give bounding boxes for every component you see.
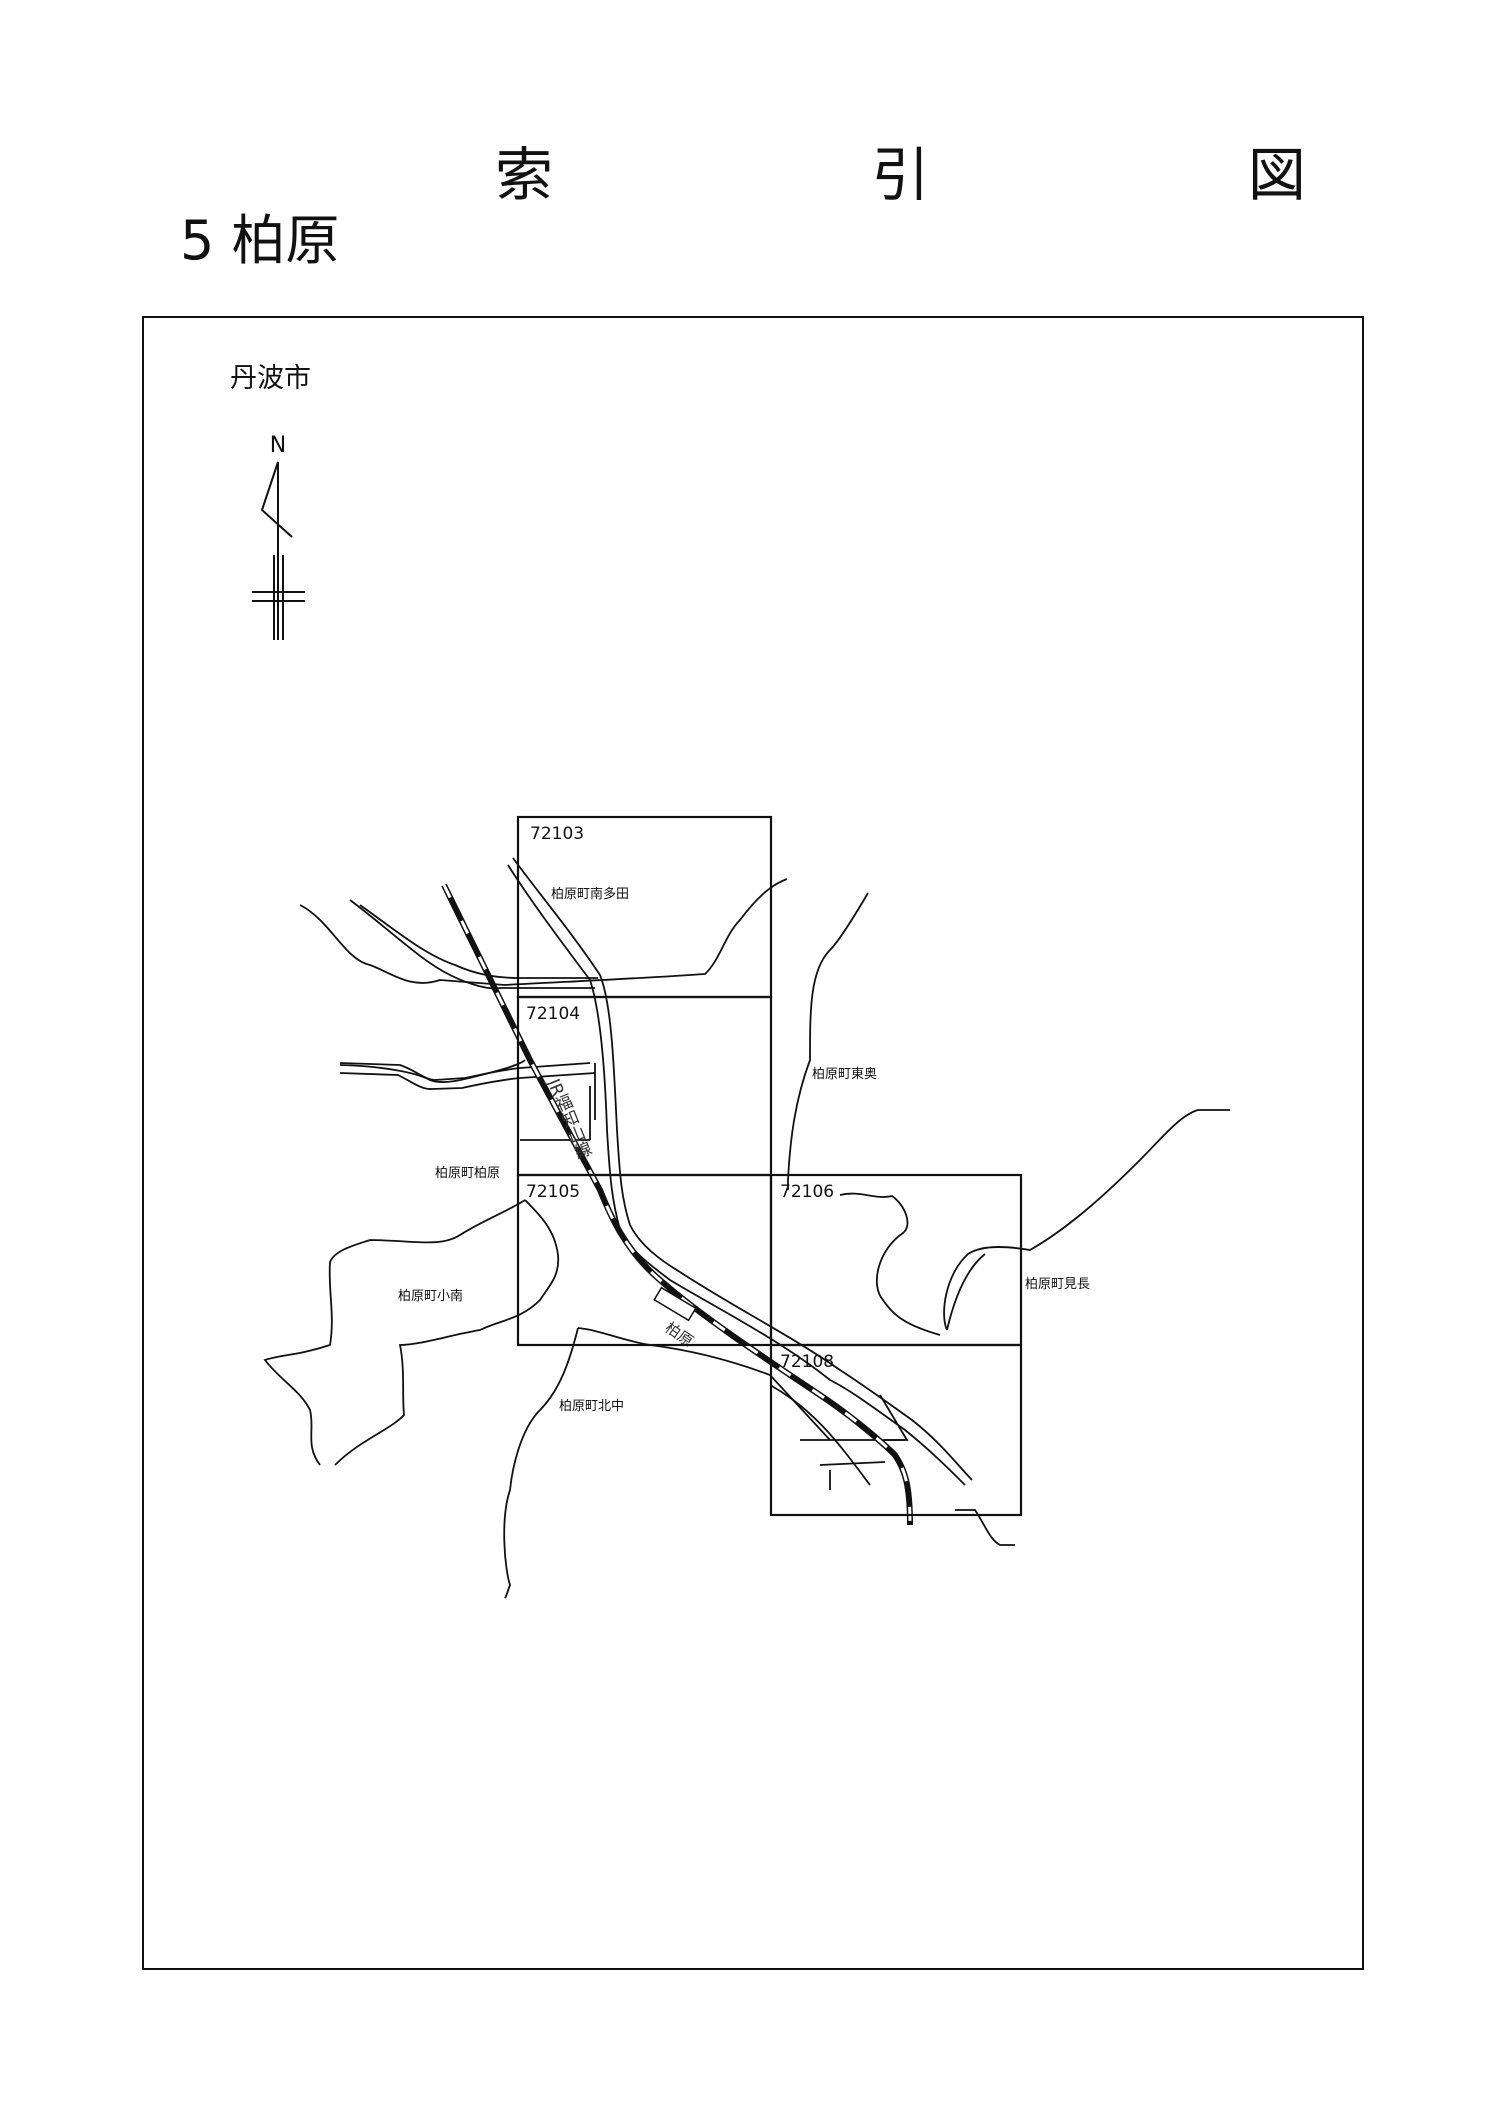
north-arrow-icon: N: [252, 433, 305, 640]
tile-number: 72105: [526, 1182, 580, 1202]
tile-grid: [516, 815, 1023, 1517]
station-marker: 柏原: [653, 1286, 697, 1350]
railway-label: JR福知山線: [542, 1075, 593, 1162]
tile-72108[interactable]: [769, 1343, 1023, 1517]
tile-number: 72103: [530, 824, 584, 844]
railway: [441, 883, 913, 1526]
area-label: 柏原町柏原: [435, 1166, 500, 1181]
page-title: 索 引 図: [495, 141, 1456, 209]
area-label: 柏原町北中: [559, 1399, 624, 1414]
tile-number: 72108: [780, 1352, 834, 1372]
city-name: 丹波市: [230, 363, 311, 394]
tile-number: 72106: [780, 1182, 834, 1202]
area-label: 柏原町小南: [398, 1288, 463, 1304]
north-label: N: [270, 433, 286, 458]
area-label: 柏原町南多田: [551, 886, 629, 902]
tile-number: 72104: [526, 1004, 580, 1024]
area-label: 柏原町見長: [1025, 1277, 1090, 1292]
page-subtitle: 5 柏原: [180, 209, 340, 272]
map-frame: [142, 316, 1364, 1970]
district-boundaries: [263, 878, 1230, 1599]
area-label: 柏原町東奥: [812, 1066, 877, 1082]
tile-72103[interactable]: [516, 815, 773, 999]
